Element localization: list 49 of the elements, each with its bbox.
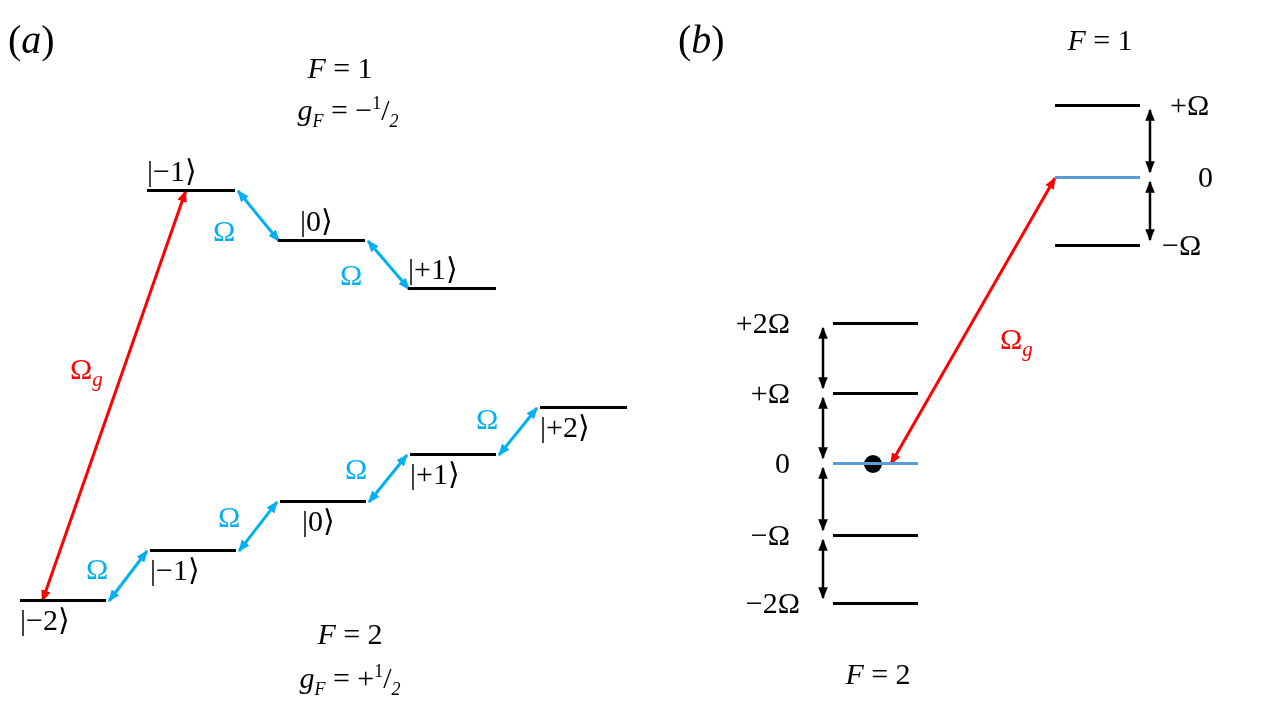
energy-level-line: [1055, 104, 1140, 107]
energy-shift-label: 0: [1198, 159, 1213, 195]
energy-shift-label: −Ω: [750, 517, 790, 553]
double-arrow: [818, 538, 828, 600]
energy-level: [150, 549, 236, 588]
state-label: |+1⟩: [408, 251, 459, 287]
panel-label: (b): [678, 16, 725, 64]
quantum-number-label: F = 1: [307, 50, 373, 86]
energy-level-line: [1055, 176, 1140, 179]
state-label: |−1⟩: [150, 552, 201, 588]
double-arrow: [236, 190, 281, 242]
double-arrow: [497, 407, 539, 456]
energy-level-line: [833, 602, 918, 605]
double-arrow: [818, 396, 828, 460]
state-label: |+2⟩: [540, 409, 591, 445]
energy-level: [540, 406, 627, 445]
state-label: |−2⟩: [20, 602, 71, 638]
double-arrow: [237, 501, 279, 552]
energy-level: [20, 599, 106, 638]
energy-shift-label: −2Ω: [745, 585, 800, 621]
energy-shift-label: +Ω: [1170, 87, 1210, 123]
state-label: |+1⟩: [410, 456, 461, 492]
double-arrow: [1145, 108, 1155, 174]
state-label: |0⟩: [299, 203, 334, 239]
quantum-number-label: F = 2: [317, 616, 383, 652]
double-arrow: [366, 240, 411, 290]
double-arrow: [818, 466, 828, 532]
energy-level-line: [833, 322, 918, 325]
quantum-number-label: F = 1: [1067, 22, 1133, 58]
energy-level-line: [833, 462, 918, 465]
energy-level: [280, 500, 366, 539]
quantum-number-label: g$_{F}$ = +$^{1}$/$_{2}$: [299, 660, 401, 701]
energy-level-line: [833, 534, 918, 537]
energy-shift-label: +Ω: [750, 375, 790, 411]
quantum-number-label: F = 2: [845, 656, 911, 692]
double-arrow: [1145, 180, 1155, 242]
double-arrow: [107, 550, 149, 602]
state-label: |0⟩: [301, 503, 336, 539]
energy-level-line: [1055, 244, 1140, 247]
state-label: |−1⟩: [147, 153, 198, 189]
energy-shift-label: +2Ω: [735, 305, 790, 341]
double-arrow: [818, 326, 828, 390]
energy-shift-label: −Ω: [1162, 227, 1202, 263]
double-arrow: [367, 454, 409, 503]
energy-level-line: [833, 392, 918, 395]
panel-label: (a): [8, 16, 55, 64]
energy-level: [410, 453, 496, 492]
quantum-number-label: g$_{F}$ = −$^{1}$/$_{2}$: [297, 92, 399, 133]
energy-shift-label: 0: [775, 445, 790, 481]
